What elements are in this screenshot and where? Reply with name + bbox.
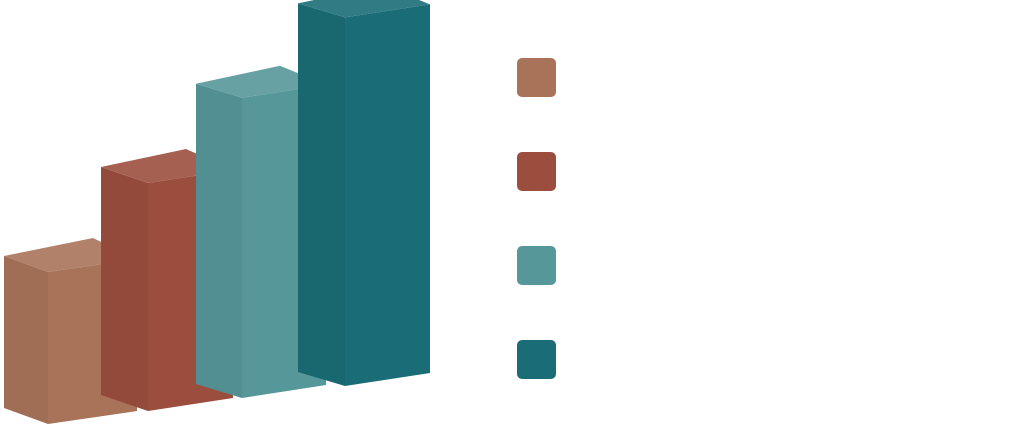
bar-4-front	[345, 4, 430, 387]
bar-3-top	[196, 65, 326, 98]
bar-4	[298, 0, 430, 387]
legend	[517, 58, 556, 379]
legend-swatch-1	[517, 58, 556, 97]
bar-2-side	[101, 167, 148, 411]
bar-4-side	[298, 3, 345, 387]
bars-group	[4, 0, 430, 424]
bar-3-side	[196, 83, 242, 399]
legend-swatch-2	[517, 152, 556, 191]
bar-4-top	[298, 0, 430, 18]
legend-swatch-3	[517, 246, 556, 285]
bar-1-side	[4, 256, 48, 424]
legend-swatch-4	[517, 340, 556, 379]
